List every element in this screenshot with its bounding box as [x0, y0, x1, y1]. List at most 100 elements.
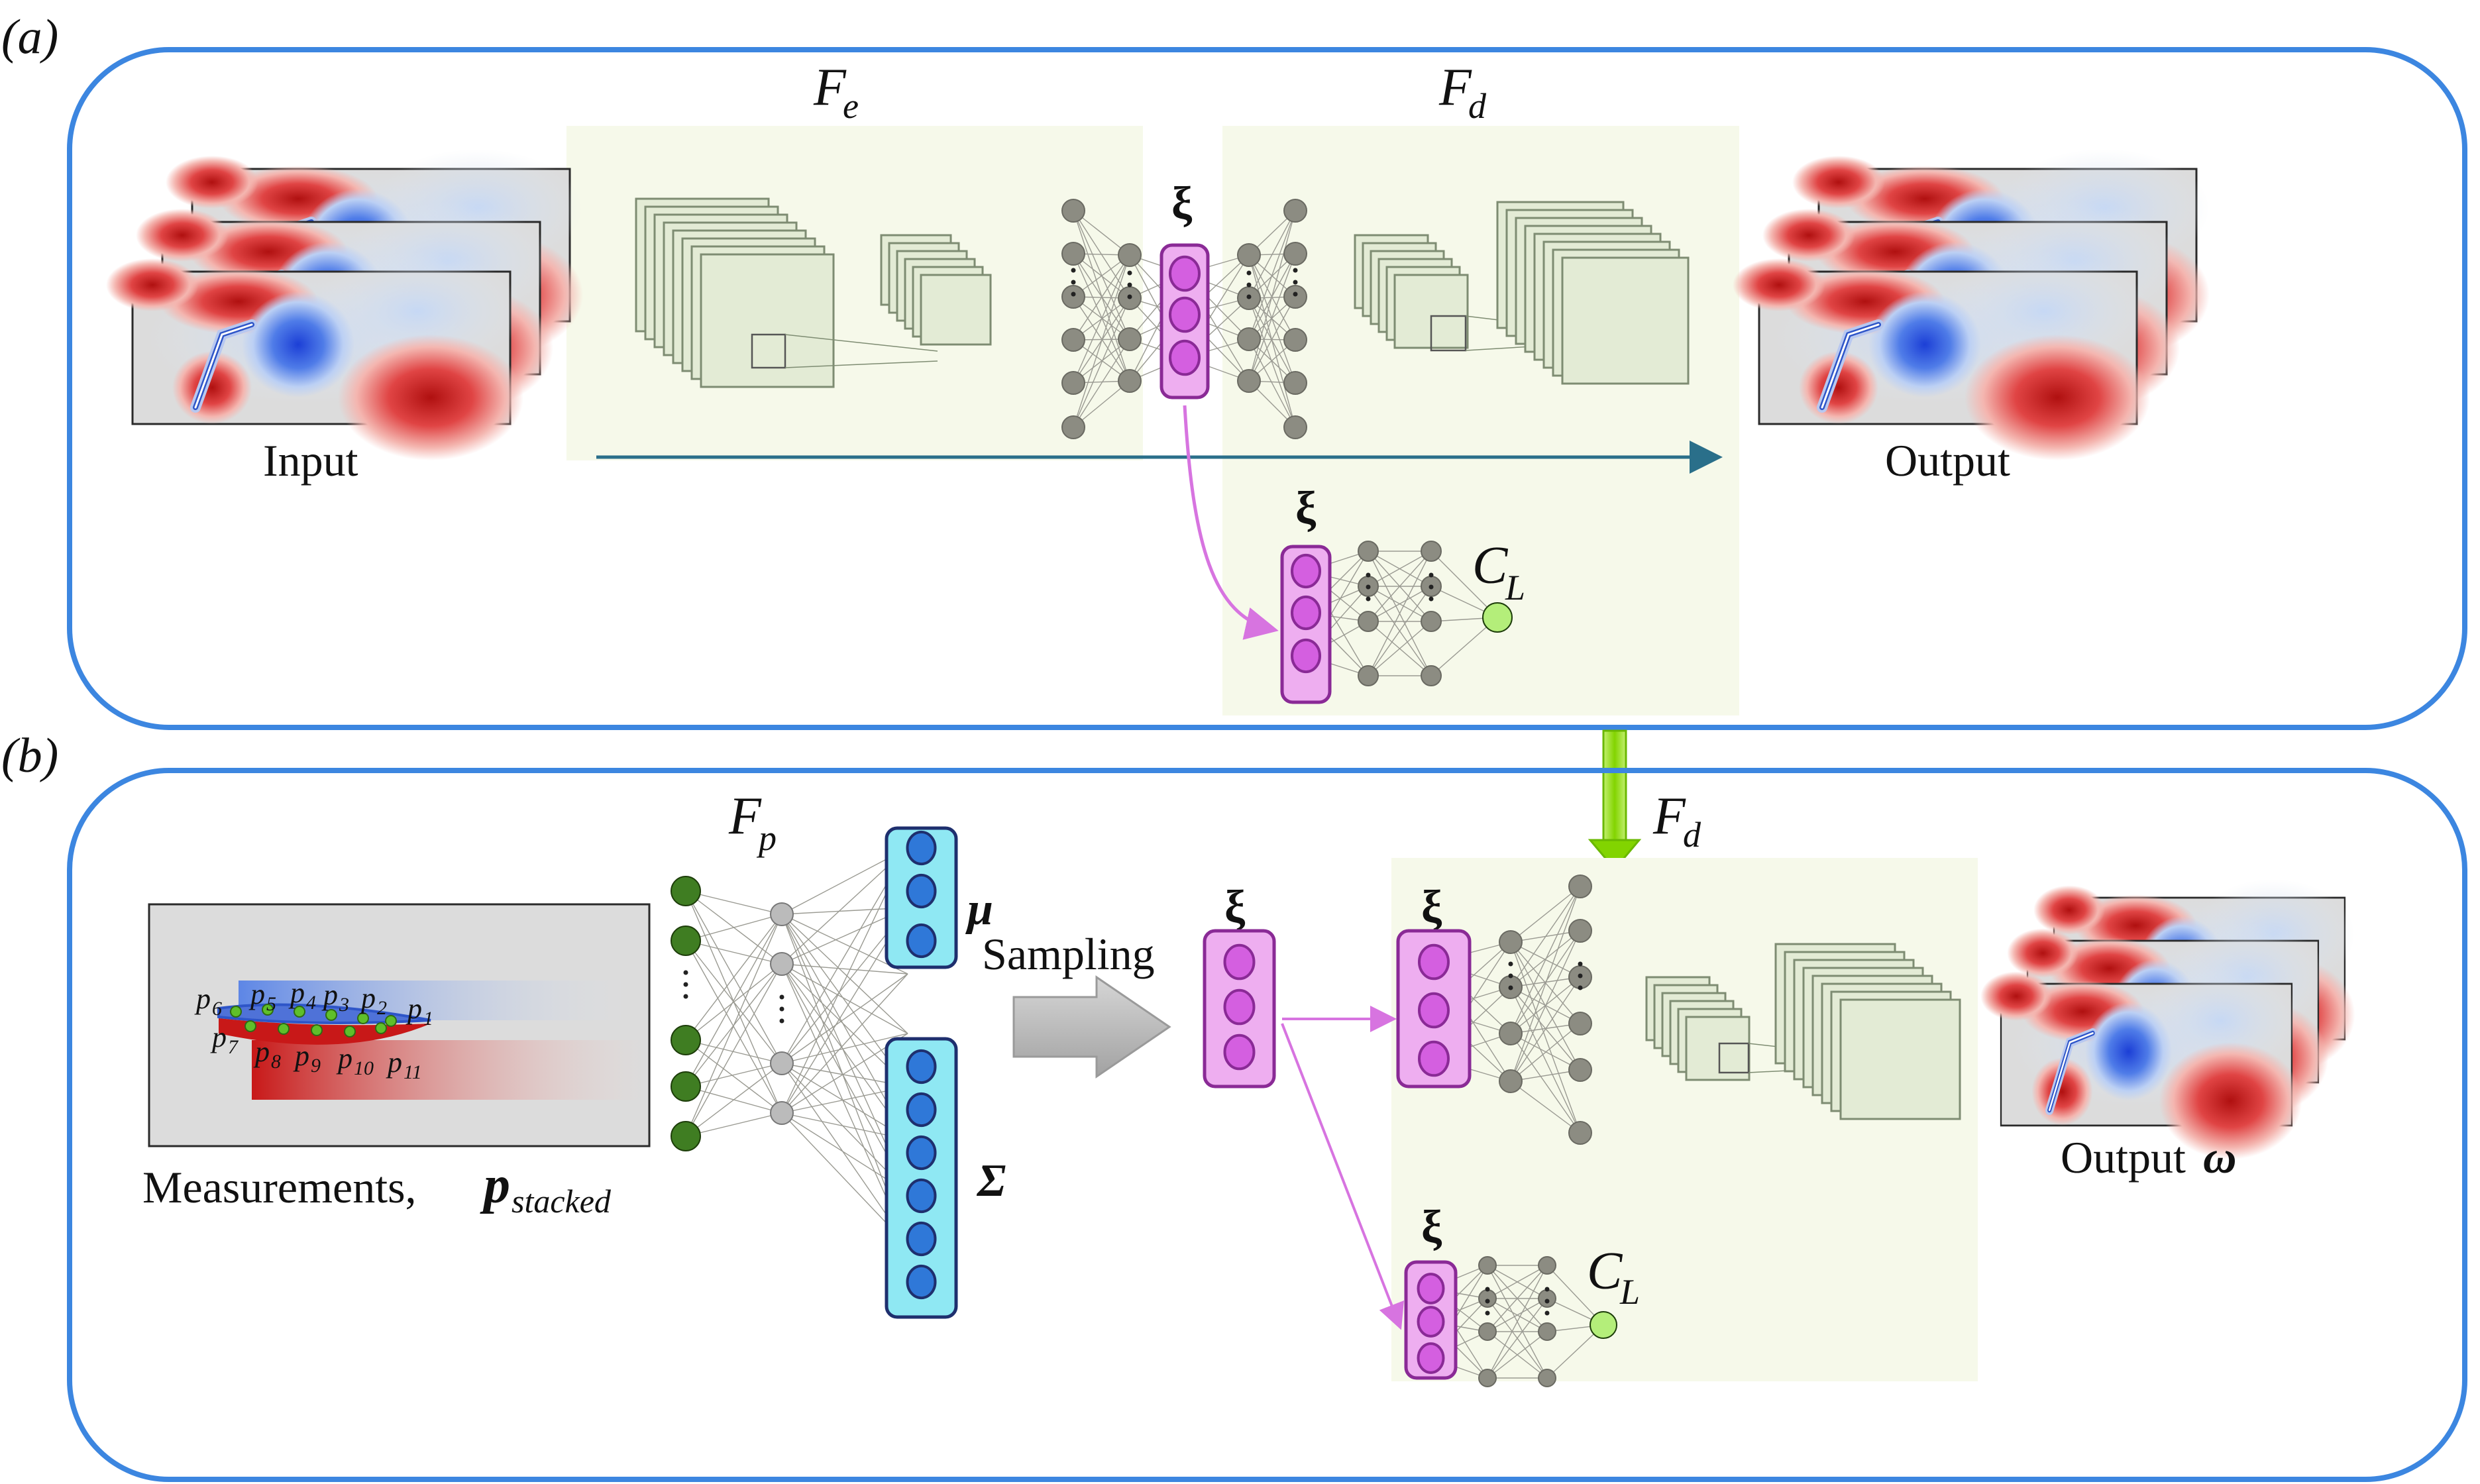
measurements-label: Measurements, p stacked — [142, 1156, 612, 1220]
latent-vector-lift-b — [1404, 1260, 1458, 1380]
panel-b-label: (b) — [1, 729, 58, 783]
network-node — [1421, 665, 1442, 686]
connection — [1073, 253, 1130, 340]
connection — [1510, 930, 1581, 1034]
network-node — [1478, 1289, 1497, 1308]
ellipsis-dot — [1508, 985, 1513, 990]
decoder-label-b: F d — [1652, 787, 1701, 855]
network-node — [1478, 1322, 1497, 1341]
ellipsis-dot — [1485, 1310, 1490, 1316]
svg-text:p: p — [336, 1042, 352, 1075]
lift-output-node — [1590, 1311, 1617, 1339]
connection — [1073, 296, 1130, 382]
latent-vector-box — [885, 1037, 958, 1319]
ellipsis-dot — [1071, 280, 1076, 285]
svg-text:p: p — [248, 978, 265, 1010]
output-omega-label: Output ω — [2061, 1132, 2237, 1183]
ellipsis-dot — [1578, 961, 1583, 967]
ellipsis-dot — [1127, 282, 1132, 288]
decoder-conv-stack-2 — [1496, 201, 1690, 385]
network-node — [1538, 1289, 1556, 1308]
latent-label-sampled: ξ — [1224, 882, 1246, 933]
svg-text:Output: Output — [2061, 1132, 2186, 1183]
connection — [1073, 254, 1130, 341]
connection — [1368, 551, 1432, 676]
svg-text:p: p — [359, 982, 376, 1014]
latent-label-lift-b: ξ — [1421, 1202, 1442, 1253]
connection — [1510, 886, 1581, 1034]
ellipsis-dot — [683, 970, 688, 975]
svg-text:6: 6 — [212, 998, 222, 1020]
input-node — [671, 926, 701, 956]
svg-text:C: C — [1587, 1242, 1623, 1300]
ellipsis-dot — [1293, 292, 1298, 297]
latent-to-lift-arrow — [1183, 405, 1279, 640]
ellipsis-dot — [683, 982, 688, 987]
connection — [781, 1033, 908, 1064]
decoder-conv-stack-b-1 — [1645, 976, 1896, 1081]
latent-vector-decoder-b — [1396, 929, 1472, 1088]
feature-map — [1685, 1016, 1751, 1081]
connection — [685, 890, 782, 915]
connection — [1510, 886, 1581, 1082]
ellipsis-dot — [1293, 268, 1298, 273]
ellipsis-dot — [779, 1006, 784, 1012]
svg-text:2: 2 — [377, 997, 387, 1019]
connection — [1510, 1023, 1581, 1082]
latent-vector-encoder — [1159, 243, 1210, 399]
connection — [1487, 1331, 1548, 1379]
connection — [1510, 930, 1581, 1082]
connection — [781, 963, 908, 1034]
network-node — [1237, 369, 1261, 393]
connection — [1510, 886, 1581, 943]
ellipsis-dot — [1071, 292, 1076, 297]
connection — [1487, 1265, 1548, 1379]
svg-text:p: p — [480, 1156, 510, 1214]
connection — [685, 1063, 782, 1137]
connection — [1487, 1298, 1548, 1332]
connection — [1430, 551, 1498, 618]
feature-map — [1561, 256, 1690, 385]
svg-text:7: 7 — [228, 1036, 239, 1058]
encoder-conv-stack-2 — [880, 234, 992, 346]
latent-node — [906, 830, 937, 866]
latent-node — [1169, 296, 1201, 333]
connection — [1248, 210, 1296, 382]
ellipsis-dot — [1127, 294, 1132, 299]
svg-text:p: p — [756, 818, 777, 858]
network-node — [1061, 328, 1085, 352]
svg-text:p: p — [253, 1035, 270, 1068]
ellipsis-dot — [1246, 270, 1252, 276]
connection — [1510, 977, 1581, 1082]
network-node — [1421, 611, 1442, 632]
svg-text:4: 4 — [306, 992, 316, 1014]
network-node — [1538, 1322, 1556, 1341]
input-snapshot-stack — [106, 149, 583, 460]
panel-a-frame — [67, 47, 2467, 730]
decoder-dense-layers — [1184, 199, 1307, 439]
feature-map — [700, 253, 835, 388]
network-node — [1568, 1121, 1592, 1145]
svg-text:3: 3 — [339, 994, 349, 1016]
network-node — [1538, 1369, 1556, 1387]
ellipsis-dot — [779, 994, 784, 1000]
svg-text:F: F — [1652, 787, 1686, 845]
ellipsis-dot — [1071, 268, 1076, 273]
ellipsis-dot — [1429, 596, 1434, 602]
connection — [781, 914, 908, 975]
connection — [685, 914, 782, 1137]
svg-text:p: p — [288, 977, 305, 1009]
decoder-conv-stack-b-2 — [1774, 943, 1961, 1120]
projection-line — [784, 334, 938, 352]
latent-node — [1291, 553, 1321, 589]
connection — [1487, 1265, 1548, 1332]
svg-text:Measurements,: Measurements, — [142, 1162, 417, 1212]
latent-node — [1417, 1273, 1445, 1304]
ellipsis-dot — [683, 994, 688, 999]
panel-a-label: (a) — [1, 10, 58, 64]
connection — [685, 914, 782, 1087]
